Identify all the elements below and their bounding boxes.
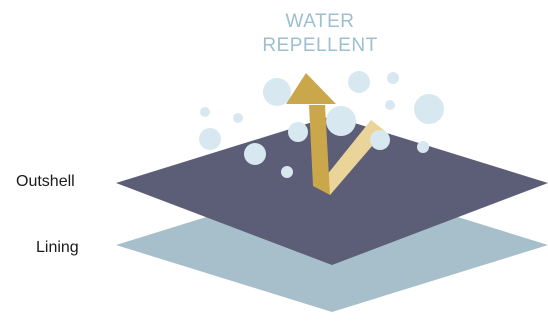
water-droplet-icon xyxy=(199,128,221,150)
water-droplet-icon xyxy=(414,94,444,124)
water-droplet-icon xyxy=(370,130,390,150)
water-droplet-icon xyxy=(385,100,395,110)
water-droplet-icon xyxy=(200,107,210,117)
water-droplet-icon xyxy=(281,166,293,178)
water-droplet-icon xyxy=(326,106,356,136)
water-droplet-icon xyxy=(288,122,308,142)
water-droplet-icon xyxy=(244,143,266,165)
water-droplet-icon xyxy=(233,113,243,123)
water-droplet-icon xyxy=(417,141,429,153)
water-droplet-icon xyxy=(387,72,399,84)
diagram-title-line-1: WATER xyxy=(250,12,390,32)
outshell-label: Outshell xyxy=(16,173,75,191)
water-droplet-icon xyxy=(263,78,291,106)
water-droplet-icon xyxy=(348,71,370,93)
lining-label: Lining xyxy=(36,239,79,257)
diagram-title-line-2: REPELLENT xyxy=(250,36,390,56)
